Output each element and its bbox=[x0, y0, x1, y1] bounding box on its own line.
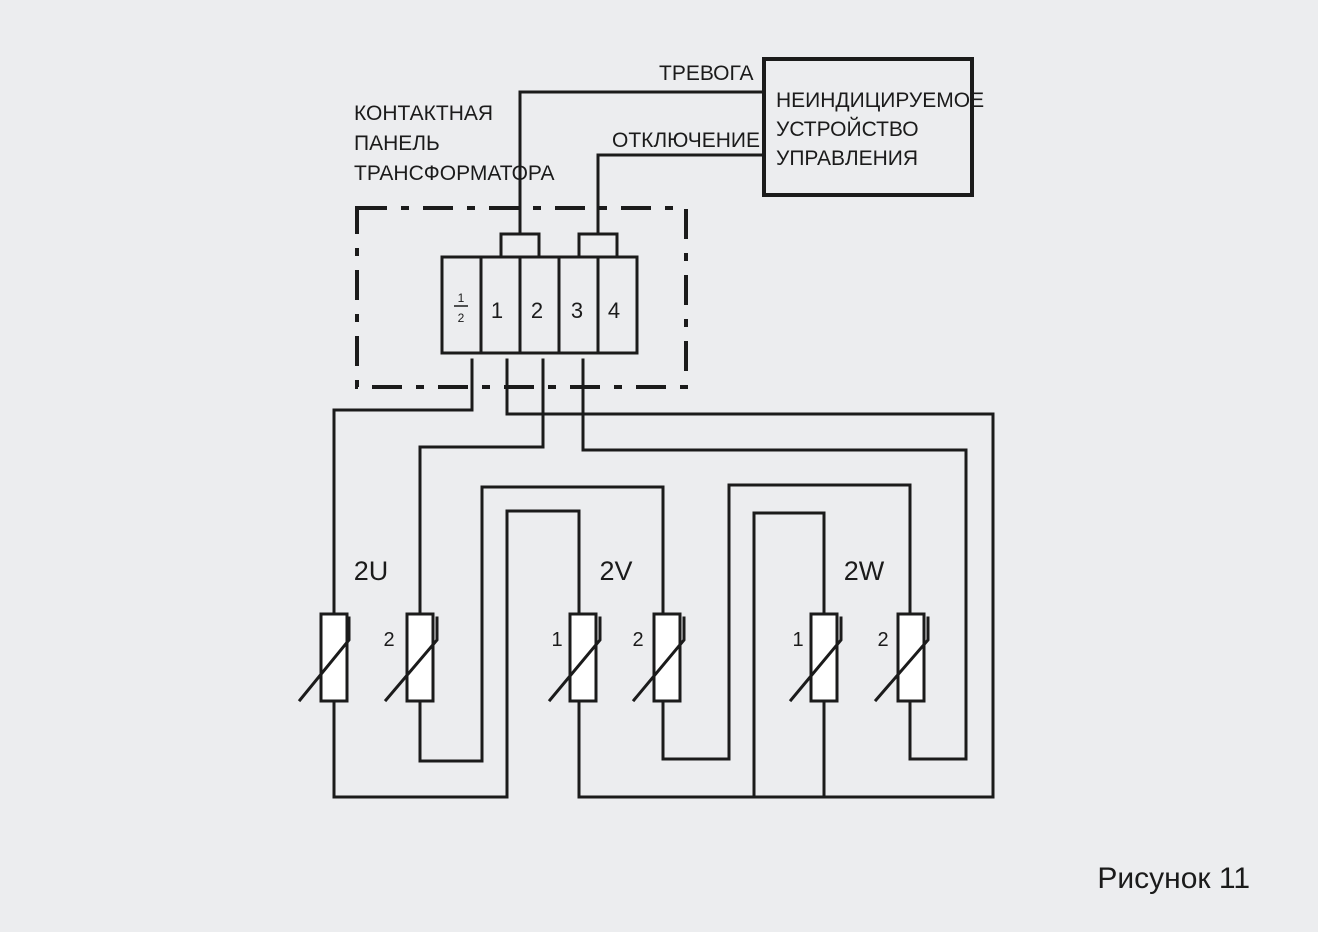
shutdown-terminal-bridge bbox=[577, 232, 619, 259]
wire-terminal-2-to-2U2 bbox=[418, 358, 545, 616]
sensor-2U-2-number: 2 bbox=[383, 629, 394, 651]
terminal-4 bbox=[596, 255, 639, 355]
panel-label-line2: ПАНЕЛЬ bbox=[354, 132, 440, 155]
sensor-2U-1 bbox=[297, 612, 351, 703]
wire-terminal-3-inner-loop bbox=[581, 358, 968, 761]
figure-caption: Рисунок 11 bbox=[1097, 862, 1250, 895]
controller-label-line2: УСТРОЙСТВО bbox=[776, 117, 919, 141]
alarm-label: ТРЕВОГА bbox=[659, 62, 753, 85]
controller-box bbox=[762, 57, 974, 197]
terminal-1-label: 1 bbox=[491, 298, 503, 323]
terminal-half-numerator: 1 bbox=[458, 291, 465, 305]
sensor-2W-1 bbox=[788, 612, 843, 703]
phase-2V-label: 2V bbox=[599, 556, 632, 586]
wire-terminal-half-to-2U1 bbox=[332, 358, 474, 616]
terminal-3-label: 3 bbox=[571, 298, 583, 323]
phase-2W-label: 2W bbox=[844, 556, 885, 586]
wire-2U1-to-2V1 bbox=[332, 509, 581, 799]
sensor-2W-1-number: 1 bbox=[792, 629, 803, 651]
controller-label-line1: НЕИНДИЦИРУЕМОЕ bbox=[776, 89, 984, 112]
terminal-1 bbox=[479, 255, 522, 355]
sensor-2W-2 bbox=[873, 612, 930, 703]
sensor-2U-2 bbox=[383, 612, 439, 703]
terminal-half bbox=[440, 255, 483, 355]
terminal-3 bbox=[557, 255, 600, 355]
contact-panel-boundary bbox=[355, 206, 688, 389]
panel-label-line3: ТРАНСФОРМАТОРА bbox=[354, 162, 555, 185]
sensor-2V-1-number: 1 bbox=[551, 629, 562, 651]
wire-2U2-to-2V2 bbox=[418, 485, 665, 763]
wire-2V2-to-2W2 bbox=[661, 483, 912, 761]
terminal-half-denominator: 2 bbox=[458, 311, 465, 325]
sensor-2V-1 bbox=[547, 612, 602, 703]
controller-label-line3: УПРАВЛЕНИЯ bbox=[776, 147, 918, 170]
shutdown-label: ОТКЛЮЧЕНИЕ bbox=[612, 129, 760, 152]
alarm-terminal-bridge bbox=[499, 232, 541, 259]
alarm-wire bbox=[518, 90, 766, 236]
terminal-2-label: 2 bbox=[531, 298, 543, 323]
wire-terminal-1-outer-loop bbox=[505, 358, 995, 799]
sensor-2V-2 bbox=[631, 612, 686, 703]
phase-2U-label: 2U bbox=[354, 556, 389, 586]
sensor-2V-2-number: 2 bbox=[632, 629, 643, 651]
sensor-2W-2-number: 2 bbox=[877, 629, 888, 651]
panel-label-line1: КОНТАКТНАЯ bbox=[354, 102, 493, 125]
shutdown-wire bbox=[596, 153, 766, 236]
terminal-4-label: 4 bbox=[608, 298, 620, 323]
wire-2W1-loop bbox=[752, 511, 826, 799]
